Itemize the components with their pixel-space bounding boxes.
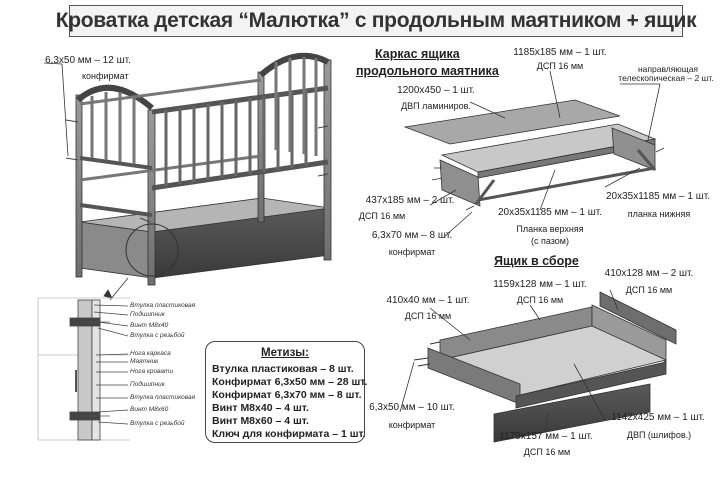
drawer-back-mat: ДСП 16 мм bbox=[516, 295, 564, 305]
frame-dvp-mat: ДВП ламиниров. bbox=[401, 101, 471, 111]
frame-bar-top-name1: Планка верхняя bbox=[516, 224, 584, 234]
crib-leg-front-left bbox=[147, 109, 156, 286]
crib-leg-back-left bbox=[75, 94, 83, 278]
crib-slats-front bbox=[164, 90, 308, 186]
frame-title-line1: Каркас ящика bbox=[375, 47, 460, 61]
drawer-side-panel bbox=[599, 291, 677, 345]
frame-dvp-label: 1200х450 – 1 шт. bbox=[397, 85, 475, 96]
drawer-sides-mat: ДСП 16 мм bbox=[625, 285, 673, 295]
frame-side-left bbox=[439, 159, 481, 207]
crib-screw-label: 6,3х50 мм – 12 шт. bbox=[45, 55, 131, 66]
frame-bar-top-name2: (с пазом) bbox=[531, 236, 569, 246]
frame-side-mat: ДСП 16 мм bbox=[358, 211, 406, 221]
crib-rail-side bbox=[79, 156, 153, 170]
drawer-front-edge bbox=[515, 361, 667, 409]
crib-rail-side-low bbox=[79, 203, 153, 217]
detail-section bbox=[37, 297, 130, 441]
crib-rail-top-back bbox=[79, 78, 262, 106]
detail-label-2: Подшипник bbox=[130, 311, 165, 318]
detail-label-6: Маятник bbox=[130, 358, 159, 365]
drawer-screw-label: 6,3х50 мм – 10 шт. bbox=[369, 402, 455, 413]
detail-callout-circle bbox=[125, 223, 179, 277]
drawer-screw-type: конфирмат bbox=[388, 420, 436, 430]
crib-leader-lines bbox=[43, 62, 129, 301]
detail-label-1: Втулка пластиковая bbox=[130, 302, 196, 309]
frame-screw-label: 6,3х70 мм – 8 шт. bbox=[371, 230, 453, 241]
frame-pin-4 bbox=[655, 147, 665, 153]
frame-panel-top-mat: ДСП 16 мм bbox=[536, 61, 584, 71]
drawer-front-mat: ДСП 16 мм bbox=[523, 447, 571, 457]
crib-screw-type-label: конфирмат bbox=[82, 71, 129, 81]
hardware-item: Втулка пластиковая – 8 шт. bbox=[212, 363, 354, 375]
drawer-front-label: 1179х157 мм – 1 шт. bbox=[499, 431, 593, 442]
hardware-item: Конфирмат 6,3х70 мм – 8 шт. bbox=[212, 389, 362, 401]
frame-guide-left bbox=[474, 179, 496, 205]
frame-pin-3 bbox=[465, 205, 475, 211]
frame-drawing bbox=[403, 99, 665, 211]
frame-screw-type: конфирмат bbox=[388, 247, 436, 257]
detail-label-9: Втулка пластиковая bbox=[130, 394, 196, 401]
frame-bar-top-label: 20х35х1185 мм – 1 шт. bbox=[497, 207, 602, 218]
drawer-drawing bbox=[413, 291, 677, 443]
crib-headboard-left bbox=[76, 84, 154, 111]
frame-bar-bottom bbox=[477, 166, 656, 202]
frame-side-label: 437х185 мм – 2 шт. bbox=[365, 195, 455, 206]
frame-dvp-sheet bbox=[403, 99, 621, 145]
hardware-list-title: Метизы: bbox=[261, 347, 309, 359]
frame-guide-right bbox=[636, 149, 657, 171]
drawer-bottom-mat: ДВП (шлифов.) bbox=[626, 430, 692, 440]
drawer-front-small-label: 410х40 мм – 1 шт. bbox=[386, 295, 470, 306]
drawer-back-label: 1159х128 мм – 1 шт. bbox=[493, 279, 587, 290]
page-title-box: Кроватка детская “Малютка” с продольным … bbox=[56, 5, 697, 37]
frame-guide-label-1: направляющая bbox=[637, 64, 699, 74]
crib-rail-bottom-back bbox=[79, 154, 262, 182]
frame-bar-bottom-name: планка нижняя bbox=[627, 209, 691, 219]
frame-bar-bottom-label: 20х35х1185 мм – 1 шт. bbox=[605, 191, 710, 202]
frame-panel-top-label: 1185х185 мм – 1 шт. bbox=[513, 47, 607, 58]
frame-pin-2 bbox=[431, 177, 443, 181]
hardware-item: Винт М8х40 – 4 шт. bbox=[212, 402, 309, 414]
drawer-sides-label: 410х128 мм – 2 шт. bbox=[604, 268, 694, 279]
frame-title-line2: продольного маятника bbox=[356, 64, 499, 78]
detail-label-4: Втулка с резьбой bbox=[130, 332, 185, 339]
detail-label-8: Подшипник bbox=[130, 381, 165, 388]
drawer-front-board bbox=[493, 383, 651, 443]
drawer-leader-lines bbox=[399, 289, 619, 433]
hardware-item: Ключ для конфирмата – 1 шт. bbox=[212, 428, 366, 440]
hardware-item: Конфирмат 6,3х50 мм – 28 шт. bbox=[212, 376, 368, 388]
detail-label-11: Втулка с резьбой bbox=[130, 420, 185, 427]
crib-drawing bbox=[65, 52, 332, 286]
crib-headboard-right bbox=[259, 52, 330, 78]
drawer-front-small-mat: ДСП 16 мм bbox=[404, 311, 452, 321]
hardware-list-box: Метизы: Втулка пластиковая – 8 шт. Конфи… bbox=[205, 341, 368, 443]
crib-slats-head bbox=[90, 57, 318, 164]
frame-leader-lines bbox=[429, 70, 661, 238]
drawer-pins bbox=[413, 341, 441, 367]
drawer-title: Ящик в сборе bbox=[494, 254, 579, 268]
detail-label-10: Винт М8х60 bbox=[130, 406, 169, 413]
hardware-item: Винт М8х60 – 4 шт. bbox=[212, 415, 309, 427]
frame-guide-label-2: телескопическая – 2 шт. bbox=[618, 73, 714, 83]
page-title: Кроватка детская “Малютка” с продольным … bbox=[55, 9, 697, 32]
detail-label-3: Винт М8х40 bbox=[130, 322, 169, 329]
crib-screw-pins bbox=[65, 119, 329, 223]
detail-label-5: Нога каркаса bbox=[130, 350, 171, 357]
drawer-bottom-label: 1142х425 мм – 1 шт. bbox=[611, 412, 705, 423]
detail-label-7: Нога кровати bbox=[130, 368, 174, 375]
